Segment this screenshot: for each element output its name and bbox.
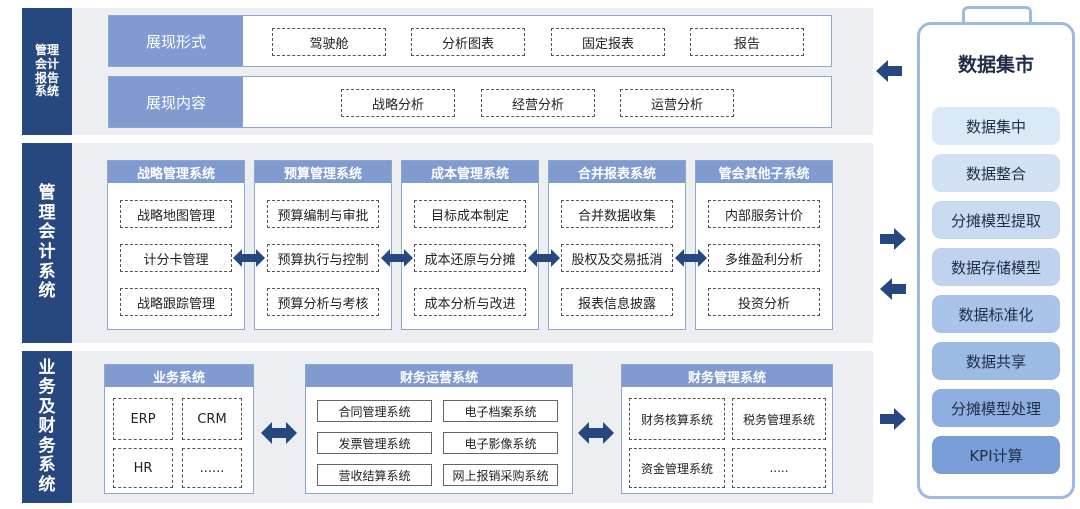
finance-mgmt-item: 财务核算系统 [629,398,725,440]
finance-ops-item: 合同管理系统 [317,400,432,422]
system-item: 预算分析与考核 [267,288,379,316]
finance-ops-item: 营收结算系统 [317,464,432,486]
double-arrow-icon [578,422,614,444]
bottom-row-label-text: 业务及财务系统 [38,357,56,495]
form-item-fixed-reports: 固定报表 [551,28,665,56]
system-title-other: 管会其他子系统 [696,161,832,183]
data-mart-title: 数据集市 [957,54,1034,76]
middle-row-label-text: 管理会计系统 [38,183,56,302]
finance-mgmt-item: 税务管理系统 [732,398,826,440]
double-arrow-icon [381,249,413,267]
system-title-consolidation: 合并报表系统 [549,161,685,183]
system-item: 战略地图管理 [120,200,232,228]
finance-ops-item: 网上报销采购系统 [443,464,558,486]
finance-ops-title: 财务运营系统 [306,365,572,387]
data-mart-item: 数据集中 [932,107,1060,145]
system-item: 多维盈利分析 [708,244,820,272]
system-item: 合并数据收集 [561,200,673,228]
system-item: 预算编制与审批 [267,200,379,228]
business-system-title: 业务系统 [105,365,253,387]
data-mart-item: 分摊模型提取 [932,201,1060,239]
system-item: 预算执行与控制 [267,244,379,272]
presentation-form-label: 展现形式 [109,16,243,66]
double-arrow-icon [233,249,265,267]
system-item: 成本分析与改进 [414,288,526,316]
system-item: 战略跟踪管理 [120,288,232,316]
business-item-erp: ERP [113,398,173,440]
finance-mgmt-item: ..... [732,448,826,488]
double-arrow-icon [261,422,297,444]
data-mart-cap [962,6,1032,26]
middle-row-label: 管理会计系统 [22,143,72,343]
business-item-more: ...... [182,448,242,488]
finance-mgmt-title: 财务管理系统 [622,365,832,387]
data-mart-item: 数据标准化 [932,295,1060,333]
system-item: 内部服务计价 [708,200,820,228]
arrow-right-icon [880,228,906,250]
presentation-content-label: 展现内容 [109,77,243,127]
finance-ops-item: 电子档案系统 [443,400,558,422]
arrow-right-icon [880,408,906,430]
finance-ops-item: 发票管理系统 [317,432,432,454]
form-item-analysis-charts: 分析图表 [411,28,525,56]
system-item: 计分卡管理 [120,244,232,272]
business-item-hr: HR [113,448,173,488]
form-item-cockpit: 驾驶舱 [272,28,386,56]
system-title-strategy: 战略管理系统 [108,161,244,183]
content-item-strategy: 战略分析 [341,89,455,117]
double-arrow-icon [675,249,707,267]
data-mart-item: KPI计算 [932,436,1060,474]
system-title-cost: 成本管理系统 [402,161,538,183]
form-item-reports: 报告 [690,28,804,56]
double-arrow-icon [528,249,560,267]
business-item-crm: CRM [182,398,242,440]
system-title-budget: 预算管理系统 [255,161,391,183]
bottom-row-label: 业务及财务系统 [22,351,72,503]
arrow-left-icon [880,278,906,300]
arrow-left-icon [876,60,902,82]
system-item: 股权及交易抵消 [561,244,673,272]
top-row-label: 管理会计报告系统 [22,8,72,135]
system-item: 投资分析 [708,288,820,316]
finance-mgmt-item: 资金管理系统 [629,448,725,488]
system-item: 成本还原与分摊 [414,244,526,272]
content-item-operation: 运营分析 [620,89,734,117]
data-mart-item: 数据共享 [932,342,1060,380]
data-mart-item: 分摊模型处理 [932,389,1060,427]
content-item-business: 经营分析 [481,89,595,117]
finance-ops-item: 电子影像系统 [443,432,558,454]
data-mart-item: 数据整合 [932,154,1060,192]
data-mart-item: 数据存储模型 [932,248,1060,286]
top-row-label-text: 管理会计报告系统 [34,42,59,99]
system-item: 报表信息披露 [561,288,673,316]
system-item: 目标成本制定 [414,200,526,228]
